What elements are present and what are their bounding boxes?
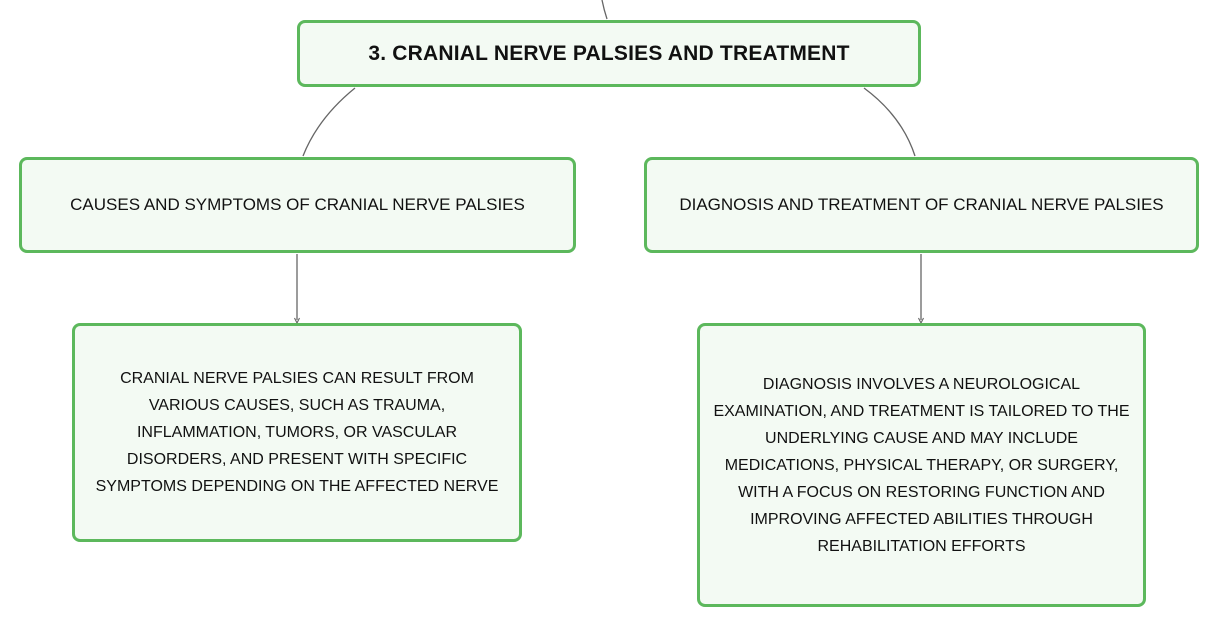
branch-label-diagnosis-treatment: DIAGNOSIS AND TREATMENT OF CRANIAL NERVE… bbox=[679, 195, 1164, 214]
connector-parent-to-root bbox=[601, 0, 608, 20]
detail-node-causes-symptoms[interactable]: CRANIAL NERVE PALSIES CAN RESULT FROM VA… bbox=[72, 323, 522, 542]
connector-root-to-causes bbox=[302, 87, 356, 157]
branch-label-causes-symptoms: CAUSES AND SYMPTOMS OF CRANIAL NERVE PAL… bbox=[70, 195, 525, 214]
branch-node-diagnosis-treatment[interactable]: DIAGNOSIS AND TREATMENT OF CRANIAL NERVE… bbox=[644, 157, 1199, 253]
root-topic-label: 3. CRANIAL NERVE PALSIES AND TREATMENT bbox=[368, 41, 850, 65]
branch-node-causes-symptoms[interactable]: CAUSES AND SYMPTOMS OF CRANIAL NERVE PAL… bbox=[19, 157, 576, 253]
detail-text-causes-symptoms: CRANIAL NERVE PALSIES CAN RESULT FROM VA… bbox=[95, 370, 499, 495]
connector-root-to-diagnosis bbox=[863, 87, 916, 157]
detail-node-diagnosis-treatment[interactable]: DIAGNOSIS INVOLVES A NEUROLOGICAL EXAMIN… bbox=[697, 323, 1146, 607]
root-topic-node[interactable]: 3. CRANIAL NERVE PALSIES AND TREATMENT bbox=[297, 20, 921, 87]
detail-text-diagnosis-treatment: DIAGNOSIS INVOLVES A NEUROLOGICAL EXAMIN… bbox=[713, 375, 1130, 555]
